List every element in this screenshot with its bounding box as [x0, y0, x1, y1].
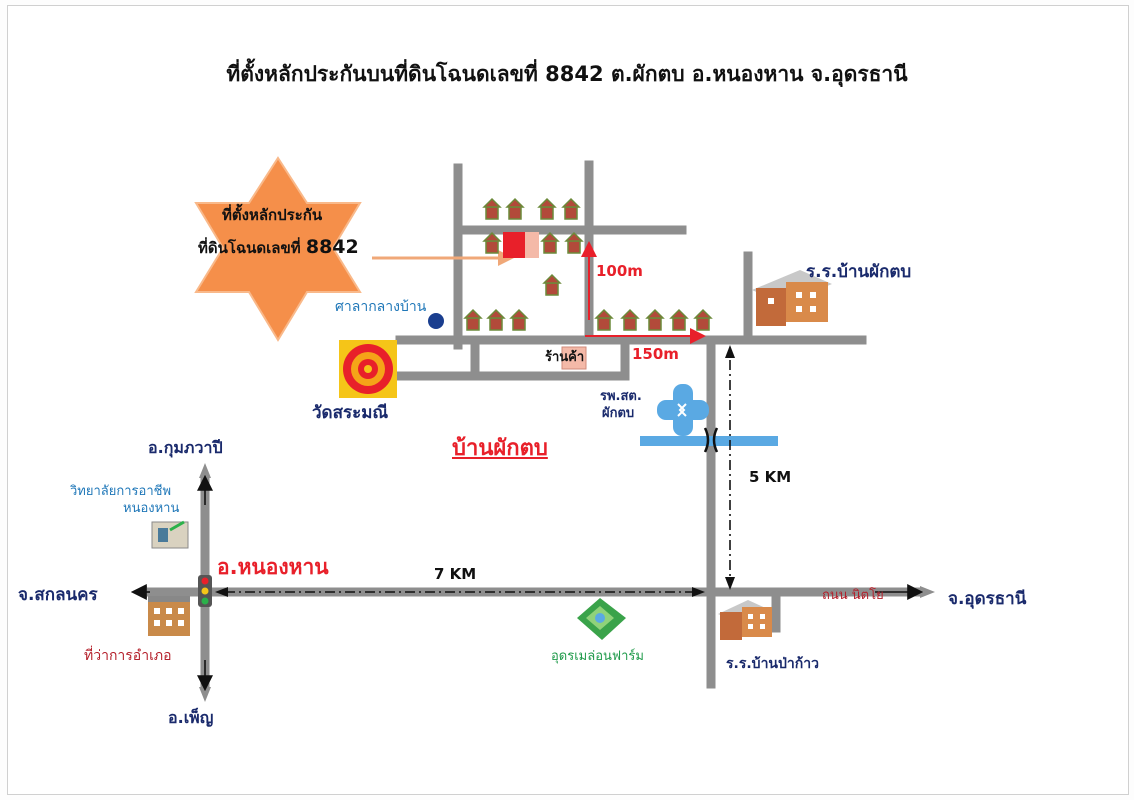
distance-100m-label: 100m [596, 262, 643, 280]
cross-arrow-south [199, 687, 211, 702]
district-office-label: ที่ว่าการอำเภอ [84, 648, 172, 664]
health-center-icon [657, 384, 709, 436]
village-roads [395, 160, 867, 689]
shop-icon [561, 346, 587, 370]
house-icon [482, 197, 502, 220]
kumphawapi-label: อ.กุมภวาปี [148, 438, 223, 457]
star-label-prefix: ที่ดินโฉนดเลขที่ [198, 239, 306, 257]
village-label: บ้านผักตบ [452, 436, 548, 461]
sala-marker-icon [428, 313, 444, 329]
distance-markers [215, 345, 735, 597]
house-icon [509, 308, 529, 331]
collateral-plot [503, 232, 525, 258]
farm-label: อุดรเมล่อนฟาร์ม [551, 649, 644, 664]
house-icon [693, 308, 713, 331]
highway-arrow-east [920, 586, 935, 598]
location-star [194, 156, 362, 342]
house-icon [645, 308, 665, 331]
college-label-line1: วิทยาลัยการอาชีพ [70, 484, 172, 499]
house-icon [486, 308, 506, 331]
house-icon [537, 197, 557, 220]
page-title: ที่ตั้งหลักประกันบนที่ดินโฉนดเลขที่ 8842… [226, 62, 908, 86]
bridge-icon [703, 427, 719, 453]
school-top-label: ร.ร.บ้านผักตบ [806, 262, 912, 282]
traffic-light-icon [198, 575, 212, 607]
star-label-line1: ที่ตั้งหลักประกัน [222, 206, 323, 224]
phen-label: อ.เพ็ญ [168, 708, 214, 727]
distance-5km-label: 5 KM [749, 468, 792, 486]
temple-icon [339, 340, 397, 398]
house-icon [505, 197, 525, 220]
college-label-line2: หนองหาน [123, 501, 180, 516]
house-icon [540, 231, 560, 254]
house-icon [542, 273, 562, 296]
house-icon [463, 308, 483, 331]
star-label-number: 8842 [305, 236, 359, 258]
school-top-icon [752, 270, 832, 326]
temple-label: วัดสระมณี [312, 403, 389, 423]
nonghan-label: อ.หนองหาน [217, 555, 329, 579]
shop-label: ร้านค้า [545, 350, 585, 365]
house-icons [463, 197, 713, 331]
map-frame [7, 5, 1129, 795]
distance-150m-label: 150m [632, 345, 679, 363]
house-icon [669, 308, 689, 331]
school-bottom-icon [718, 600, 772, 640]
road-name-label: ถนน นิตโย [822, 588, 884, 603]
house-icon [594, 308, 614, 331]
udon-label: จ.อุดรธานี [948, 589, 1027, 609]
cross-arrow-north [199, 463, 211, 478]
college-icon [151, 520, 189, 549]
distance-7km-label: 7 KM [434, 565, 477, 583]
canal [640, 427, 778, 453]
house-icon [564, 231, 584, 254]
sakon-label: จ.สกลนคร [18, 585, 98, 605]
school-bottom-label: ร.ร.บ้านป่าก้าว [726, 656, 819, 672]
house-icon [482, 231, 502, 254]
adjacent-plot [525, 232, 539, 258]
health-center-label-line1: รพ.สต. [600, 389, 642, 404]
star-label-line2: ที่ดินโฉนดเลขที่ 8842 [198, 236, 359, 260]
district-office-icon [148, 596, 190, 636]
sala-label: ศาลากลางบ้าน [335, 299, 427, 315]
house-icon [561, 197, 581, 220]
house-icon [620, 308, 640, 331]
red-distance-arrows [581, 241, 706, 344]
farm-icon [577, 598, 626, 640]
health-center-label-line2: ผักตบ [602, 406, 635, 421]
